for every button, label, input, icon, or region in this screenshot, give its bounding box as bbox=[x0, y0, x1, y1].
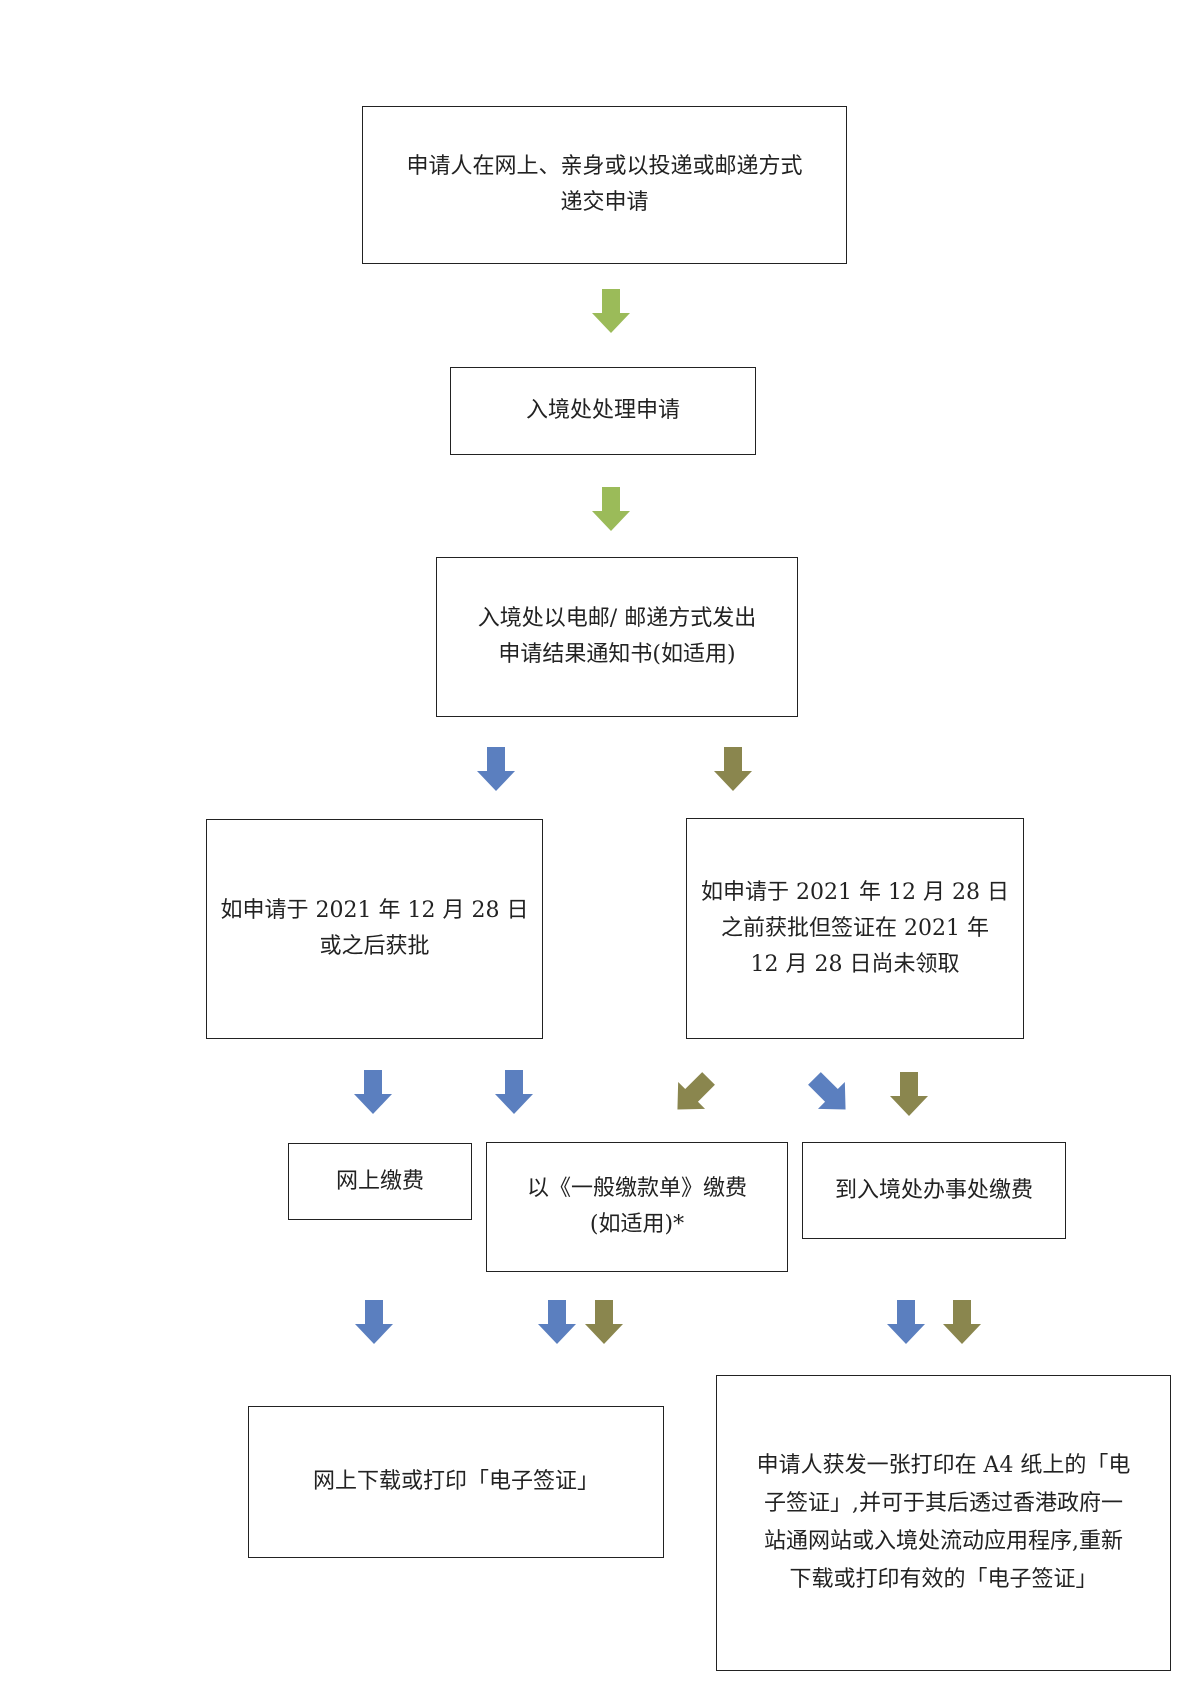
down-arrow-icon bbox=[355, 1300, 393, 1344]
box-line: (如适用)* bbox=[589, 1212, 685, 1237]
down-arrow-icon bbox=[887, 1300, 925, 1344]
box-line: 网上缴费 bbox=[335, 1168, 424, 1194]
down-right-arrow-icon bbox=[801, 1065, 859, 1123]
box-line: 12 月 28 日尚未领取 bbox=[750, 951, 960, 977]
box-line: 入境处处理申请 bbox=[525, 398, 680, 423]
down-arrow-icon bbox=[890, 1072, 928, 1116]
box-line: 下载或打印有效的「电子签证」 bbox=[789, 1567, 1098, 1592]
process-application-box: 入境处处理申请 bbox=[450, 367, 756, 455]
box-line: 如申请于 2021 年 12 月 28 日 bbox=[701, 879, 1009, 905]
down-arrow-icon bbox=[538, 1300, 576, 1344]
down-arrow-icon bbox=[943, 1300, 981, 1344]
approved-before-box: 如申请于 2021 年 12 月 28 日 之前获批但签证在 2021 年 12… bbox=[686, 818, 1024, 1039]
notification-box: 入境处以电邮/ 邮递方式发出 申请结果通知书(如适用) bbox=[436, 557, 798, 717]
pay-form-box: 以《一般缴款单》缴费 (如适用)* bbox=[486, 1142, 788, 1272]
down-arrow-icon bbox=[592, 289, 630, 333]
down-arrow-icon bbox=[592, 487, 630, 531]
down-arrow-icon bbox=[477, 747, 515, 791]
box-line: 以《一般缴款单》缴费 bbox=[526, 1176, 747, 1201]
box-line: 之前获批但签证在 2021 年 bbox=[721, 915, 989, 941]
approved-after-box: 如申请于 2021 年 12 月 28 日 或之后获批 bbox=[206, 819, 543, 1039]
box-line: 子签证」,并可于其后透过香港政府一 bbox=[764, 1491, 1123, 1516]
down-left-arrow-icon bbox=[664, 1065, 722, 1123]
download-evisa-box: 网上下载或打印「电子签证」 bbox=[248, 1406, 664, 1558]
down-arrow-icon bbox=[495, 1070, 533, 1114]
submit-application-box: 申请人在网上、亲身或以投递或邮递方式 递交申请 bbox=[362, 106, 847, 264]
down-arrow-icon bbox=[585, 1300, 623, 1344]
a4-evisa-box: 申请人获发一张打印在 A4 纸上的「电 子签证」,并可于其后透过香港政府一 站通… bbox=[716, 1375, 1171, 1671]
pay-online-box: 网上缴费 bbox=[288, 1143, 472, 1220]
pay-office-box: 到入境处办事处缴费 bbox=[802, 1142, 1066, 1239]
box-line: 申请人在网上、亲身或以投递或邮递方式 bbox=[406, 154, 803, 179]
box-line: 申请人获发一张打印在 A4 纸上的「电 bbox=[756, 1453, 1131, 1478]
box-line: 如申请于 2021 年 12 月 28 日 bbox=[220, 898, 529, 923]
box-line: 递交申请 bbox=[560, 190, 649, 215]
box-line: 网上下载或打印「电子签证」 bbox=[312, 1469, 599, 1494]
box-line: 站通网站或入境处流动应用程序,重新 bbox=[764, 1529, 1123, 1554]
box-line: 或之后获批 bbox=[319, 934, 430, 959]
down-arrow-icon bbox=[354, 1070, 392, 1114]
box-line: 入境处以电邮/ 邮递方式发出 bbox=[477, 606, 757, 631]
down-arrow-icon bbox=[714, 747, 752, 791]
box-line: 到入境处办事处缴费 bbox=[834, 1177, 1033, 1203]
box-line: 申请结果通知书(如适用) bbox=[498, 642, 736, 667]
